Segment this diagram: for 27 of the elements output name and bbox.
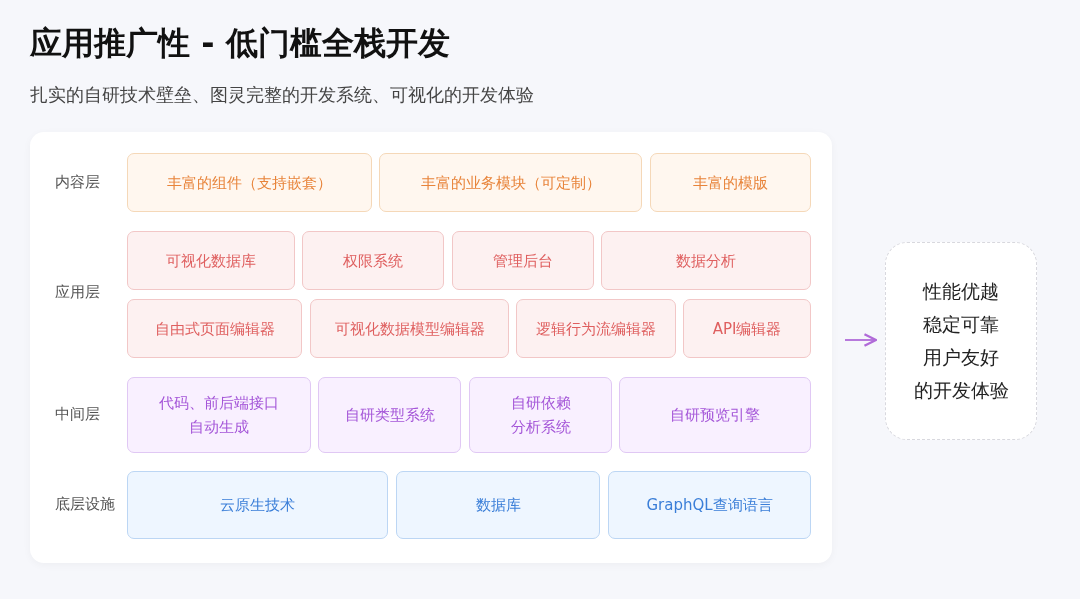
module-box: 丰富的业务模块（可定制） [379, 153, 642, 212]
module-box: 数据库 [396, 471, 600, 539]
title: 应用推广性 - 低门槛全栈开发 [30, 23, 450, 64]
module-box: 权限系统 [302, 231, 444, 290]
module-box: 代码、前后端接口自动生成 [127, 377, 311, 453]
module-box: 云原生技术 [127, 471, 388, 539]
card-background [30, 132, 832, 563]
module-box: 可视化数据库 [127, 231, 295, 290]
module-box: 自研依赖分析系统 [469, 377, 612, 453]
arrow [844, 333, 878, 347]
layer-label: 底层设施 [55, 495, 115, 514]
layer-label: 应用层 [55, 283, 100, 302]
module-box: 自研预览引擎 [619, 377, 811, 453]
module-box: 可视化数据模型编辑器 [310, 299, 509, 358]
module-box: 丰富的模版 [650, 153, 811, 212]
module-box: 逻辑行为流编辑器 [516, 299, 676, 358]
module-box: 自研类型系统 [318, 377, 461, 453]
layer-label: 中间层 [55, 405, 100, 424]
module-box: 数据分析 [601, 231, 811, 290]
module-box: 自由式页面编辑器 [127, 299, 302, 358]
layer-label: 内容层 [55, 173, 100, 192]
module-box: API编辑器 [683, 299, 811, 358]
module-box: 丰富的组件（支持嵌套） [127, 153, 372, 212]
summary-box: 性能优越 稳定可靠 用户友好 的开发体验 [885, 242, 1037, 440]
subtitle: 扎实的自研技术壁垒、图灵完整的开发系统、可视化的开发体验 [30, 83, 534, 107]
module-box: 管理后台 [452, 231, 594, 290]
module-box: GraphQL查询语言 [608, 471, 811, 539]
